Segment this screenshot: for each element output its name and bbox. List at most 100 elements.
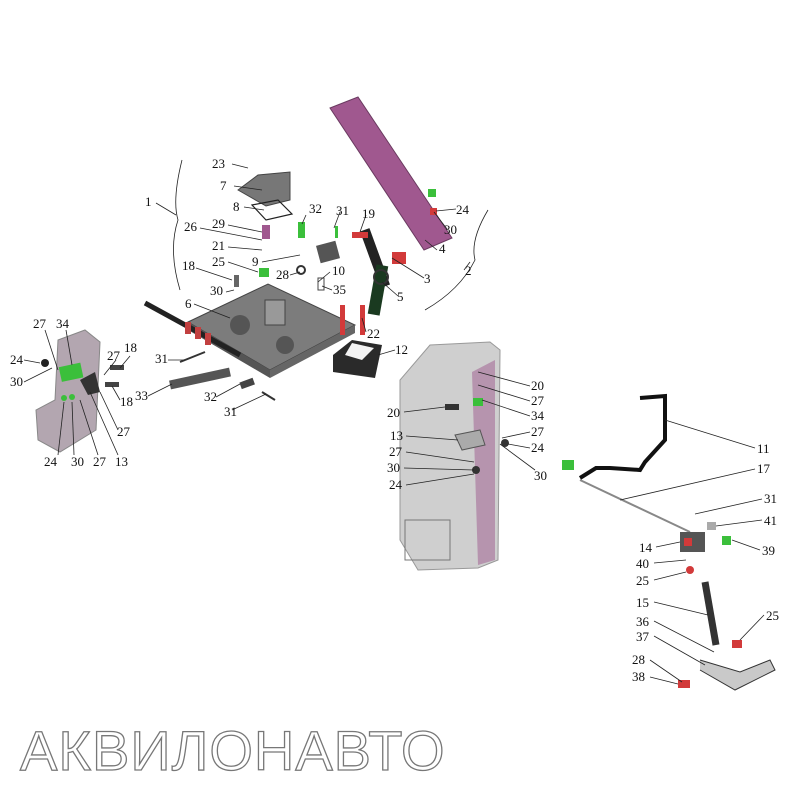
leader-line xyxy=(65,329,73,366)
leader-line xyxy=(649,676,679,685)
part-label: 31 xyxy=(224,404,237,419)
leader-line xyxy=(435,208,457,212)
leader-line xyxy=(694,498,763,515)
part-label: 30 xyxy=(387,460,400,475)
part-label: 7 xyxy=(220,178,227,193)
leader-line xyxy=(405,451,475,463)
part-label: 21 xyxy=(212,238,225,253)
part-label: 40 xyxy=(636,556,649,571)
part-label: 27 xyxy=(389,444,403,459)
leader-line xyxy=(653,601,709,616)
part-label: 32 xyxy=(204,389,217,404)
leader-line xyxy=(227,224,263,233)
leader-line xyxy=(739,614,765,641)
leader-line xyxy=(405,435,459,441)
part-label: 12 xyxy=(395,342,408,357)
part-label: 14 xyxy=(639,540,653,555)
part-label: 33 xyxy=(135,388,148,403)
part-label: 34 xyxy=(531,408,545,423)
leader-line xyxy=(317,271,331,283)
part-label: 22 xyxy=(367,326,380,341)
part-label: 1 xyxy=(145,194,152,209)
pedal-assembly xyxy=(329,96,453,316)
part-label: 18 xyxy=(120,394,133,409)
leader-line xyxy=(715,519,763,527)
part-label: 13 xyxy=(390,428,403,443)
leader-line xyxy=(501,431,531,439)
leader-line xyxy=(71,401,75,456)
leader-line xyxy=(653,559,687,564)
part-label: 18 xyxy=(124,340,137,355)
part-label: 30 xyxy=(71,454,84,469)
middle-rods xyxy=(169,351,276,401)
part-label: 20 xyxy=(531,378,544,393)
leader-line xyxy=(147,383,173,397)
leader-line xyxy=(79,399,99,456)
leader-line xyxy=(231,163,249,169)
leader-line xyxy=(89,391,119,456)
leader-line xyxy=(103,359,117,376)
leader-line xyxy=(381,281,399,297)
leader-line xyxy=(44,329,59,371)
part-label: 24 xyxy=(44,454,58,469)
part-label: 27 xyxy=(107,348,121,363)
part-label: 27 xyxy=(117,424,131,439)
leader-line xyxy=(477,371,531,387)
part-label: 10 xyxy=(332,263,345,278)
leader-line xyxy=(111,385,121,401)
part-label: 25 xyxy=(766,608,779,623)
part-label: 27 xyxy=(33,316,47,331)
leader-line xyxy=(481,399,531,417)
leader-line xyxy=(463,261,471,271)
leader-line xyxy=(215,383,241,398)
leader-line xyxy=(361,317,367,333)
part-label: 24 xyxy=(389,477,403,492)
part-label: 9 xyxy=(252,254,259,269)
leader-lines xyxy=(23,163,765,685)
pedal-post xyxy=(399,341,509,571)
leader-line xyxy=(653,620,715,653)
leader-line xyxy=(499,443,536,471)
leader-line xyxy=(333,211,341,229)
leader-line xyxy=(507,443,531,449)
leader-line xyxy=(405,473,475,486)
leader-line xyxy=(225,289,235,293)
part-label: 4 xyxy=(439,241,446,256)
part-label: 31 xyxy=(764,491,777,506)
leader-line xyxy=(227,261,259,273)
leader-line xyxy=(199,227,263,241)
leader-line xyxy=(403,467,475,471)
leader-line xyxy=(649,659,683,683)
leader-line xyxy=(359,214,367,233)
leader-line xyxy=(653,571,687,581)
part-label: 31 xyxy=(155,351,168,366)
leader-line xyxy=(653,635,706,666)
right-linkage xyxy=(562,393,776,691)
part-label: 17 xyxy=(757,461,771,476)
part-label: 25 xyxy=(212,254,225,269)
watermark: АКВИЛОНАВТО xyxy=(20,719,446,782)
leader-line xyxy=(433,211,448,230)
part-label: 30 xyxy=(210,283,223,298)
leader-line xyxy=(664,419,756,449)
leader-line xyxy=(731,539,761,551)
part-label: 27 xyxy=(531,393,545,408)
part-label: 13 xyxy=(115,454,128,469)
leader-line xyxy=(195,267,233,281)
part-label: 36 xyxy=(636,614,650,629)
part-label: 30 xyxy=(10,374,23,389)
part-label: 24 xyxy=(456,202,470,217)
part-label: 27 xyxy=(531,424,545,439)
part-label: 18 xyxy=(182,258,195,273)
leader-line xyxy=(477,384,531,402)
leader-line xyxy=(23,367,53,383)
part-label: 26 xyxy=(184,219,198,234)
part-label: 34 xyxy=(56,316,70,331)
leader-line xyxy=(99,391,119,431)
part-label: 37 xyxy=(636,629,650,644)
part-label: 3 xyxy=(424,271,431,286)
part-label: 41 xyxy=(764,513,777,528)
leader-line xyxy=(261,254,301,263)
leader-line xyxy=(619,468,756,501)
